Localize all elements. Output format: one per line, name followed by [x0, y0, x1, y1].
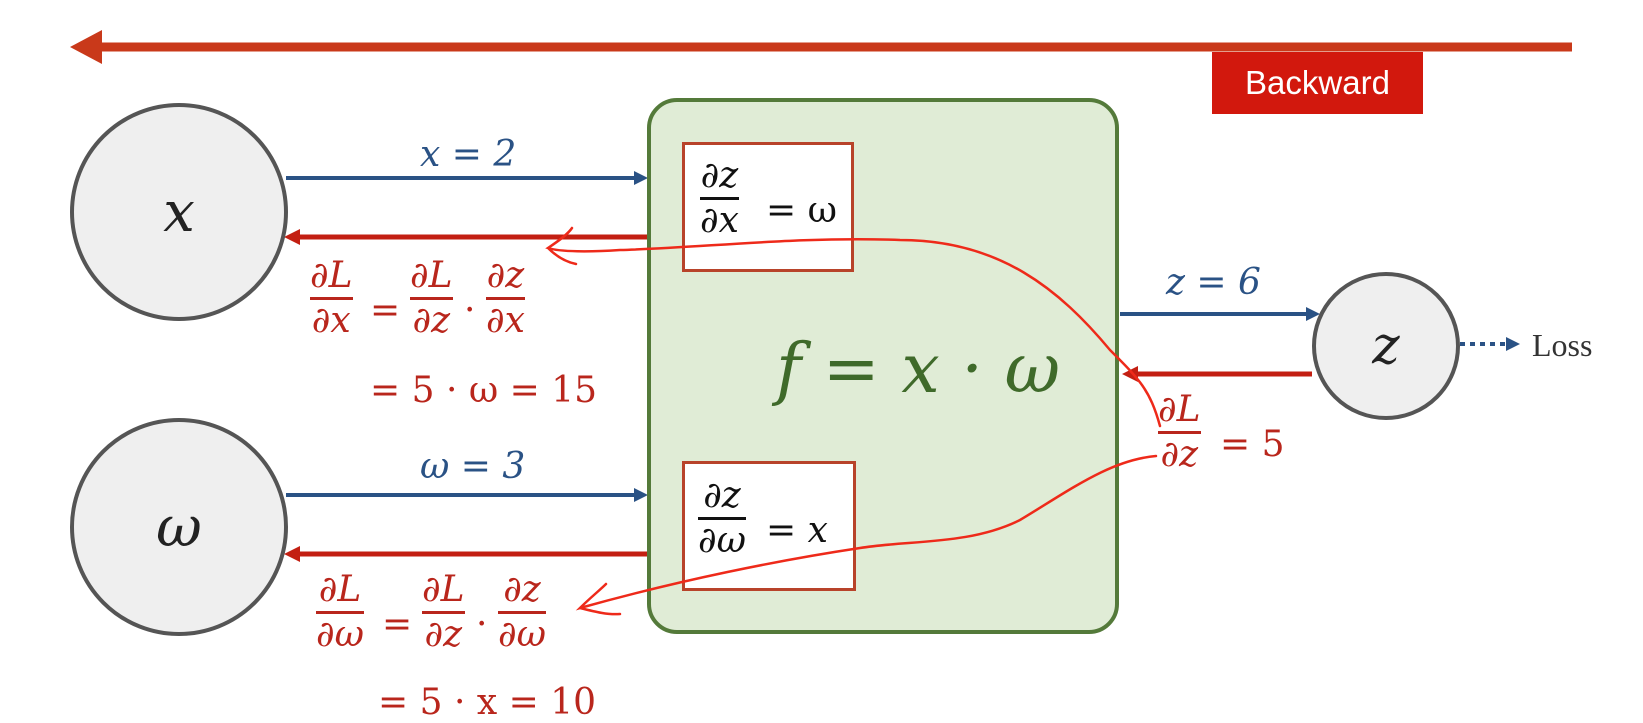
- dz-dw-rhs: = x: [766, 510, 828, 551]
- backward-w-arrowhead: [284, 546, 300, 562]
- dL-dx-dot: ·: [464, 290, 476, 331]
- dz-dx-rhs: = ω: [766, 190, 837, 231]
- dL-dx-a-num: ∂L: [410, 255, 453, 296]
- dL-dw-b-den: ∂ω: [498, 613, 546, 655]
- dL-dz-rhs: = 5: [1220, 424, 1285, 465]
- loss-arrowhead: [1506, 337, 1520, 351]
- function-title: f = x · ω: [776, 330, 1061, 409]
- node-z: z: [1312, 272, 1460, 420]
- forward-z-value: z = 6: [1166, 262, 1261, 303]
- forward-w-value: ω = 3: [420, 446, 526, 487]
- node-w-label: ω: [156, 494, 202, 560]
- dL-dw-b-num: ∂z: [503, 569, 541, 610]
- forward-x-arrowhead: [634, 171, 648, 185]
- dL-dx-lhs-den: ∂x: [311, 299, 351, 341]
- node-w: ω: [70, 418, 288, 636]
- dL-dw-a-num: ∂L: [422, 569, 465, 610]
- dL-dx-eq: =: [370, 290, 401, 331]
- node-z-label: z: [1372, 316, 1400, 376]
- dL-dx-b-den: ∂x: [486, 299, 525, 341]
- dL-dx-b-num: ∂z: [486, 255, 525, 296]
- dz-dx-den: ∂x: [700, 199, 739, 241]
- backward-arrowhead: [70, 30, 102, 64]
- dL-dx-lhs-num: ∂L: [310, 255, 353, 296]
- dL-dw-lhs-den: ∂ω: [316, 613, 364, 655]
- grad-dL-dw-result: = 5 · x = 10: [378, 682, 597, 723]
- dL-dx-a-den: ∂z: [412, 299, 451, 341]
- loss-label: Loss: [1532, 327, 1593, 363]
- forward-w-arrowhead: [634, 488, 648, 502]
- dL-dw-dot: ·: [476, 604, 488, 645]
- backward-z-arrowhead: [1122, 366, 1138, 382]
- grad-dL-dx-result: = 5 · ω = 15: [370, 370, 598, 411]
- backward-x-arrowhead: [284, 229, 300, 245]
- dL-dz-num: ∂L: [1158, 389, 1201, 430]
- dL-dw-eq: =: [382, 604, 413, 645]
- dL-dw-lhs-num: ∂L: [318, 569, 362, 610]
- dz-dw-den: ∂ω: [698, 519, 746, 561]
- node-x-label: x: [163, 179, 195, 245]
- forward-x-value: x = 2: [420, 134, 517, 175]
- node-x: x: [70, 103, 288, 321]
- dz-dw-num: ∂z: [703, 475, 741, 516]
- dz-dx-num: ∂z: [700, 155, 739, 196]
- dL-dz-den: ∂z: [1160, 433, 1199, 475]
- backward-badge: Backward: [1212, 52, 1423, 114]
- forward-z-arrowhead: [1306, 307, 1320, 321]
- dL-dw-a-den: ∂z: [424, 613, 463, 655]
